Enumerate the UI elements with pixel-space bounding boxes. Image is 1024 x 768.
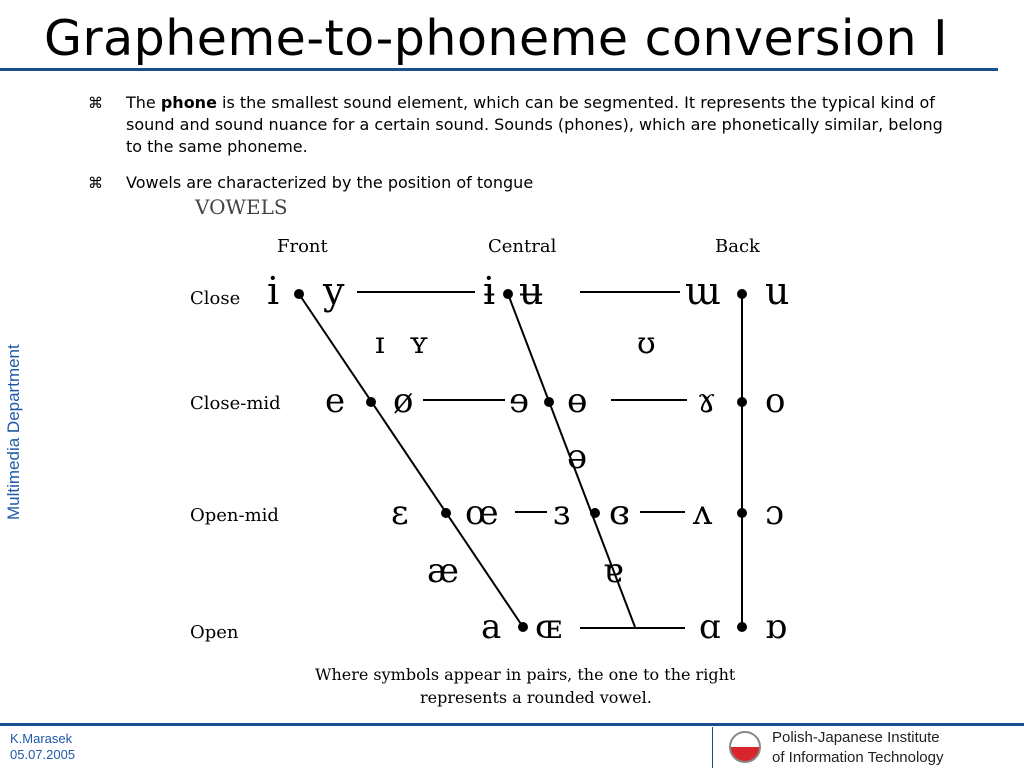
chart-lines (298, 291, 743, 629)
vowel-i: i (267, 269, 279, 313)
vowel-small-cap-oe: ɶ (535, 607, 562, 647)
bullet-text: Vowels are characterized by the position… (126, 173, 534, 192)
vowel-e: e (325, 381, 345, 421)
vowel-slashed-o: ø (393, 381, 413, 421)
bullet-list: ⌘ The phone is the smallest sound elemen… (88, 92, 948, 208)
chart-caption-line1: Where symbols appear in pairs, the one t… (315, 665, 736, 684)
vowel-turned-v: ʌ (692, 493, 713, 533)
dot-close-mid-back (737, 397, 747, 407)
bullet-item-vowels: ⌘ Vowels are characterized by the positi… (88, 172, 948, 194)
vowel-small-cap-y: ʏ (409, 326, 429, 361)
chart-dots (294, 289, 747, 632)
vowel-turned-script-a: ɒ (765, 607, 787, 647)
vowel-barred-i: ɨ (483, 269, 495, 313)
vowel-oe: œ (465, 493, 499, 533)
vowel-barred-o: ɵ (567, 381, 587, 421)
row-close: Close (190, 288, 240, 309)
vowel-a: a (481, 607, 501, 647)
vowel-barred-u: ʉ (519, 269, 543, 313)
dot-open-mid-front (441, 508, 451, 518)
vowel-upsilon: ʊ (637, 326, 656, 361)
row-open-mid: Open-mid (190, 505, 279, 526)
vowel-reversed-e: ɘ (509, 381, 529, 421)
logo-top-half (730, 732, 760, 747)
vowel-u: u (765, 269, 789, 313)
dot-close-front (294, 289, 304, 299)
dot-open-front (518, 622, 528, 632)
central-line (507, 293, 636, 628)
title-divider (0, 68, 998, 71)
vowel-closed-reversed-epsilon: ɞ (609, 493, 630, 533)
front-edge-line (298, 293, 524, 628)
institute-logo-icon (729, 731, 761, 763)
dot-close-mid-central (544, 397, 554, 407)
institute-line2: of Information Technology (772, 749, 944, 766)
bullet-text-start: The (126, 93, 161, 112)
footer-date: 05.07.2005 (10, 747, 76, 762)
logo-ring (729, 731, 761, 763)
vowel-rams-horn: ɤ (697, 381, 716, 421)
dot-close-back (737, 289, 747, 299)
institute-name: Polish-Japanese Institute of Information… (772, 728, 944, 768)
institute-line1: Polish-Japanese Institute (772, 729, 940, 746)
bullet-text-rest: is the smallest sound element, which can… (126, 93, 943, 156)
logo-bottom-half (730, 747, 760, 762)
dot-open-mid-back (737, 508, 747, 518)
vowel-schwa: ə (567, 437, 587, 477)
vowel-o: o (765, 381, 785, 421)
vowel-open-o: ɔ (765, 493, 784, 533)
dot-close-mid-front (366, 397, 376, 407)
vowel-small-cap-i: ɪ (375, 326, 385, 361)
vowel-ash: æ (427, 551, 459, 591)
vowel-script-a: ɑ (699, 607, 721, 647)
side-label: Multimedia Department (4, 344, 23, 520)
footer-info: K.Marasek 05.07.2005 (10, 731, 75, 763)
bullet-bold-term: phone (160, 93, 217, 112)
footer-author: K.Marasek (10, 731, 73, 746)
vowel-reversed-epsilon: ɜ (553, 493, 570, 533)
page-title: Grapheme-to-phoneme conversion I (44, 10, 949, 67)
row-open: Open (190, 622, 239, 643)
dot-open-back (737, 622, 747, 632)
chart-caption-line2: represents a rounded vowel. (420, 688, 652, 707)
column-central: Central (488, 236, 557, 257)
bullet-marker-icon: ⌘ (88, 174, 103, 192)
vowel-y: y (322, 269, 345, 313)
vowel-chart: VOWELS Front Central Back Close Close-mi… (190, 195, 789, 707)
vowel-epsilon: ɛ (391, 493, 409, 533)
vowel-unrounded-u: ɯ (685, 269, 721, 313)
footer-vertical-divider (712, 727, 713, 768)
footer-divider (0, 723, 1024, 726)
column-back: Back (715, 236, 761, 257)
dot-open-mid-central (590, 508, 600, 518)
dot-close-central (503, 289, 513, 299)
bullet-item-phone: ⌘ The phone is the smallest sound elemen… (88, 92, 948, 158)
row-close-mid: Close-mid (190, 393, 281, 414)
chart-heading: VOWELS (194, 195, 288, 219)
column-front: Front (277, 236, 329, 257)
vowel-turned-a: ɐ (603, 551, 623, 591)
bullet-marker-icon: ⌘ (88, 94, 103, 112)
